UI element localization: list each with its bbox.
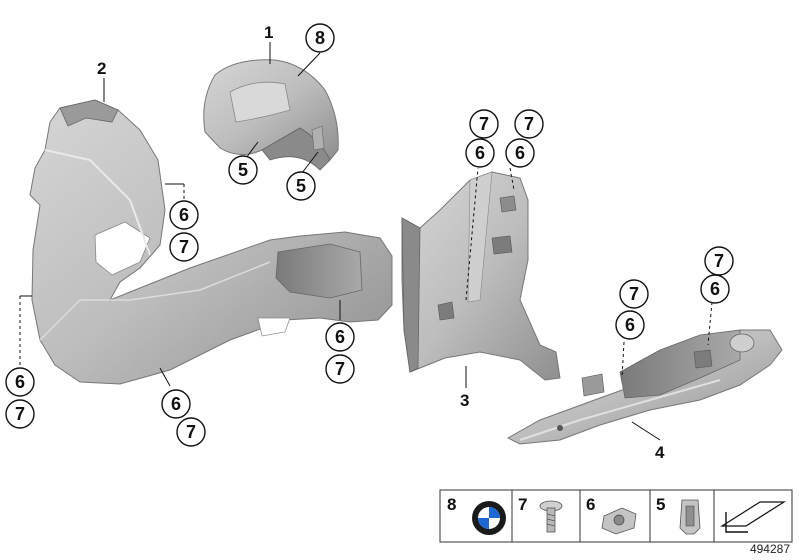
svg-text:7: 7	[518, 495, 527, 514]
svg-text:7: 7	[179, 237, 189, 257]
svg-text:6: 6	[171, 394, 181, 414]
callout-7: 7	[514, 109, 544, 139]
callout-7: 7	[169, 232, 199, 262]
svg-text:7: 7	[186, 422, 196, 442]
svg-text:6: 6	[335, 327, 345, 347]
part-2-fairing	[29, 99, 393, 385]
callout-6: 6	[5, 367, 35, 397]
legend-item-5: 5	[656, 495, 701, 535]
callout-6: 6	[700, 274, 730, 304]
callout-6: 6	[325, 322, 355, 352]
callout-6: 6	[169, 200, 199, 230]
callout-5: 5	[286, 171, 316, 201]
part-1-cover	[203, 59, 339, 171]
part-number-4: 4	[655, 443, 665, 462]
callout-8: 8	[305, 23, 335, 53]
callout-6: 6	[615, 310, 645, 340]
part-number-3: 3	[460, 391, 469, 410]
callout-5: 5	[228, 155, 258, 185]
svg-text:6: 6	[179, 205, 189, 225]
callout-7: 7	[176, 417, 206, 447]
leader-lines	[19, 42, 713, 441]
svg-text:5: 5	[296, 176, 306, 196]
legend-item-6: 6	[586, 495, 637, 535]
callouts: 8 5 5 6 7 6 7 6 7 6 7 7 6 7 6 7 6 7 6	[5, 23, 734, 447]
part-numbers: 1 2 3 4	[97, 23, 665, 462]
part-4-lower-trim	[506, 329, 783, 445]
callout-6: 6	[505, 138, 535, 168]
svg-text:6: 6	[15, 372, 25, 392]
svg-text:5: 5	[238, 160, 248, 180]
svg-text:7: 7	[629, 284, 639, 304]
callout-6: 6	[465, 138, 495, 168]
part-3-side-panel	[401, 171, 561, 381]
legend-item-7: 7	[518, 495, 563, 533]
svg-text:7: 7	[524, 114, 534, 134]
spring-clip-icon	[679, 499, 701, 535]
arrow-icon	[719, 501, 787, 533]
legend-item-arrow	[719, 501, 787, 533]
svg-text:7: 7	[335, 359, 345, 379]
svg-text:8: 8	[447, 495, 456, 514]
svg-text:6: 6	[586, 495, 595, 514]
callout-7: 7	[325, 354, 355, 384]
svg-text:7: 7	[714, 251, 724, 271]
callout-7: 7	[469, 109, 499, 139]
svg-text:6: 6	[710, 279, 720, 299]
svg-text:6: 6	[475, 143, 485, 163]
svg-text:8: 8	[315, 28, 325, 48]
svg-text:6: 6	[515, 143, 525, 163]
clip-nut-icon	[601, 507, 637, 535]
document-id: 494287	[749, 542, 790, 556]
callout-7: 7	[5, 399, 35, 429]
svg-text:7: 7	[479, 114, 489, 134]
legend: 8 7 6 5	[439, 489, 793, 543]
callout-7: 7	[704, 246, 734, 276]
svg-text:6: 6	[625, 315, 635, 335]
bmw-logo-icon	[472, 501, 506, 535]
callout-7: 7	[619, 279, 649, 309]
part-number-2: 2	[97, 59, 106, 78]
callout-6: 6	[161, 389, 191, 419]
screw-icon	[539, 500, 563, 533]
part-number-1: 1	[264, 23, 273, 42]
svg-text:5: 5	[656, 495, 665, 514]
legend-item-8: 8	[447, 495, 506, 535]
svg-text:7: 7	[15, 404, 25, 424]
